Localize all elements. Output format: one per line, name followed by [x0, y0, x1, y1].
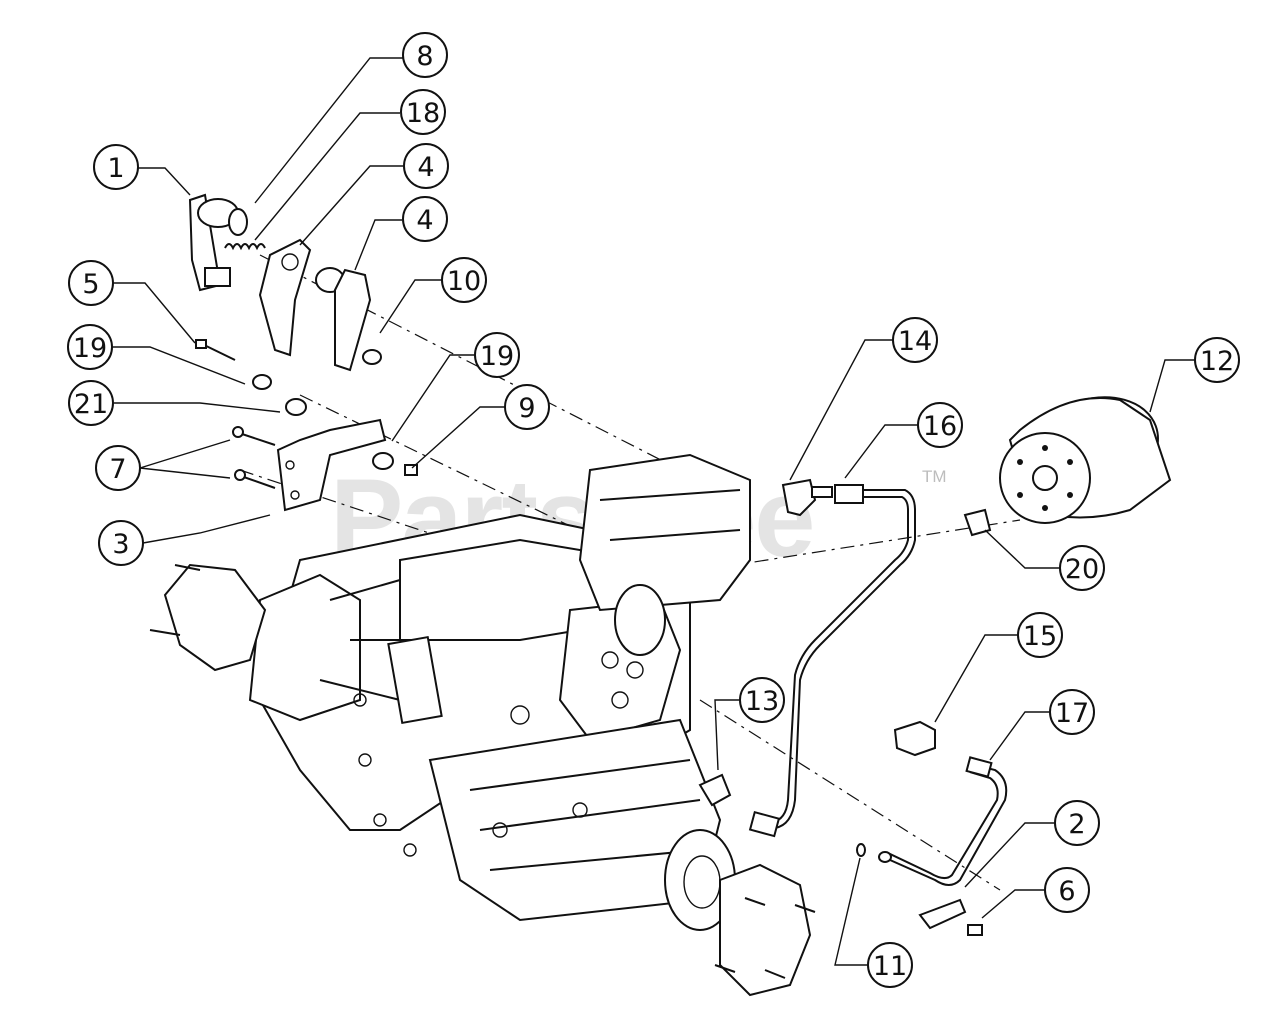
callout-6-label: 6 [1058, 876, 1075, 907]
callout-4-lower-label: 4 [416, 205, 433, 236]
callout-15: 15 [1017, 612, 1063, 658]
callout-7-label: 7 [109, 454, 126, 485]
callout-4-upper-label: 4 [417, 152, 434, 183]
callout-leaders [112, 57, 1195, 966]
callout-12-label: 12 [1200, 346, 1234, 377]
callout-13-label: 13 [745, 686, 779, 717]
callout-4-upper: 4 [403, 143, 449, 189]
callout-9: 9 [504, 384, 550, 430]
callout-2-label: 2 [1068, 809, 1085, 840]
callout-17-label: 17 [1055, 698, 1089, 729]
small-parts [188, 193, 1172, 936]
callout-15-label: 15 [1023, 621, 1057, 652]
callout-3-label: 3 [112, 529, 129, 560]
callout-21-label: 21 [74, 389, 108, 420]
callout-14: 14 [892, 317, 938, 363]
callout-7: 7 [95, 445, 141, 491]
callout-8: 8 [402, 32, 448, 78]
transaxle-assembly [149, 453, 816, 997]
callout-18: 18 [400, 89, 446, 135]
callout-17: 17 [1049, 689, 1095, 735]
callout-9-label: 9 [518, 393, 535, 424]
callout-19-left: 19 [67, 324, 113, 370]
callout-1-label: 1 [107, 153, 124, 184]
callout-11-label: 11 [873, 951, 907, 982]
callout-10: 10 [441, 257, 487, 303]
callout-5-label: 5 [82, 269, 99, 300]
callout-11: 11 [867, 942, 913, 988]
callout-19-left-label: 19 [73, 333, 107, 364]
watermark-trademark: TM [922, 467, 947, 486]
callout-19-right: 19 [474, 332, 520, 378]
callout-5: 5 [68, 260, 114, 306]
callout-19-right-label: 19 [480, 341, 514, 372]
callout-6: 6 [1044, 867, 1090, 913]
callout-1: 1 [93, 144, 139, 190]
callout-20-label: 20 [1065, 554, 1099, 585]
callout-10-label: 10 [447, 266, 481, 297]
callout-20: 20 [1059, 545, 1105, 591]
callout-14-label: 14 [898, 326, 932, 357]
callout-18-label: 18 [406, 98, 440, 129]
callout-4-lower: 4 [402, 196, 448, 242]
callout-2: 2 [1054, 800, 1100, 846]
callout-8-label: 8 [416, 41, 433, 72]
callouts: 8 18 1 4 4 10 5 19 21 19 9 7 3 14 16 12 … [67, 32, 1240, 988]
callout-16-label: 16 [923, 411, 957, 442]
callout-12: 12 [1194, 337, 1240, 383]
callout-16: 16 [917, 402, 963, 448]
callout-21: 21 [68, 380, 114, 426]
callout-13: 13 [739, 677, 785, 723]
callout-3: 3 [98, 520, 144, 566]
